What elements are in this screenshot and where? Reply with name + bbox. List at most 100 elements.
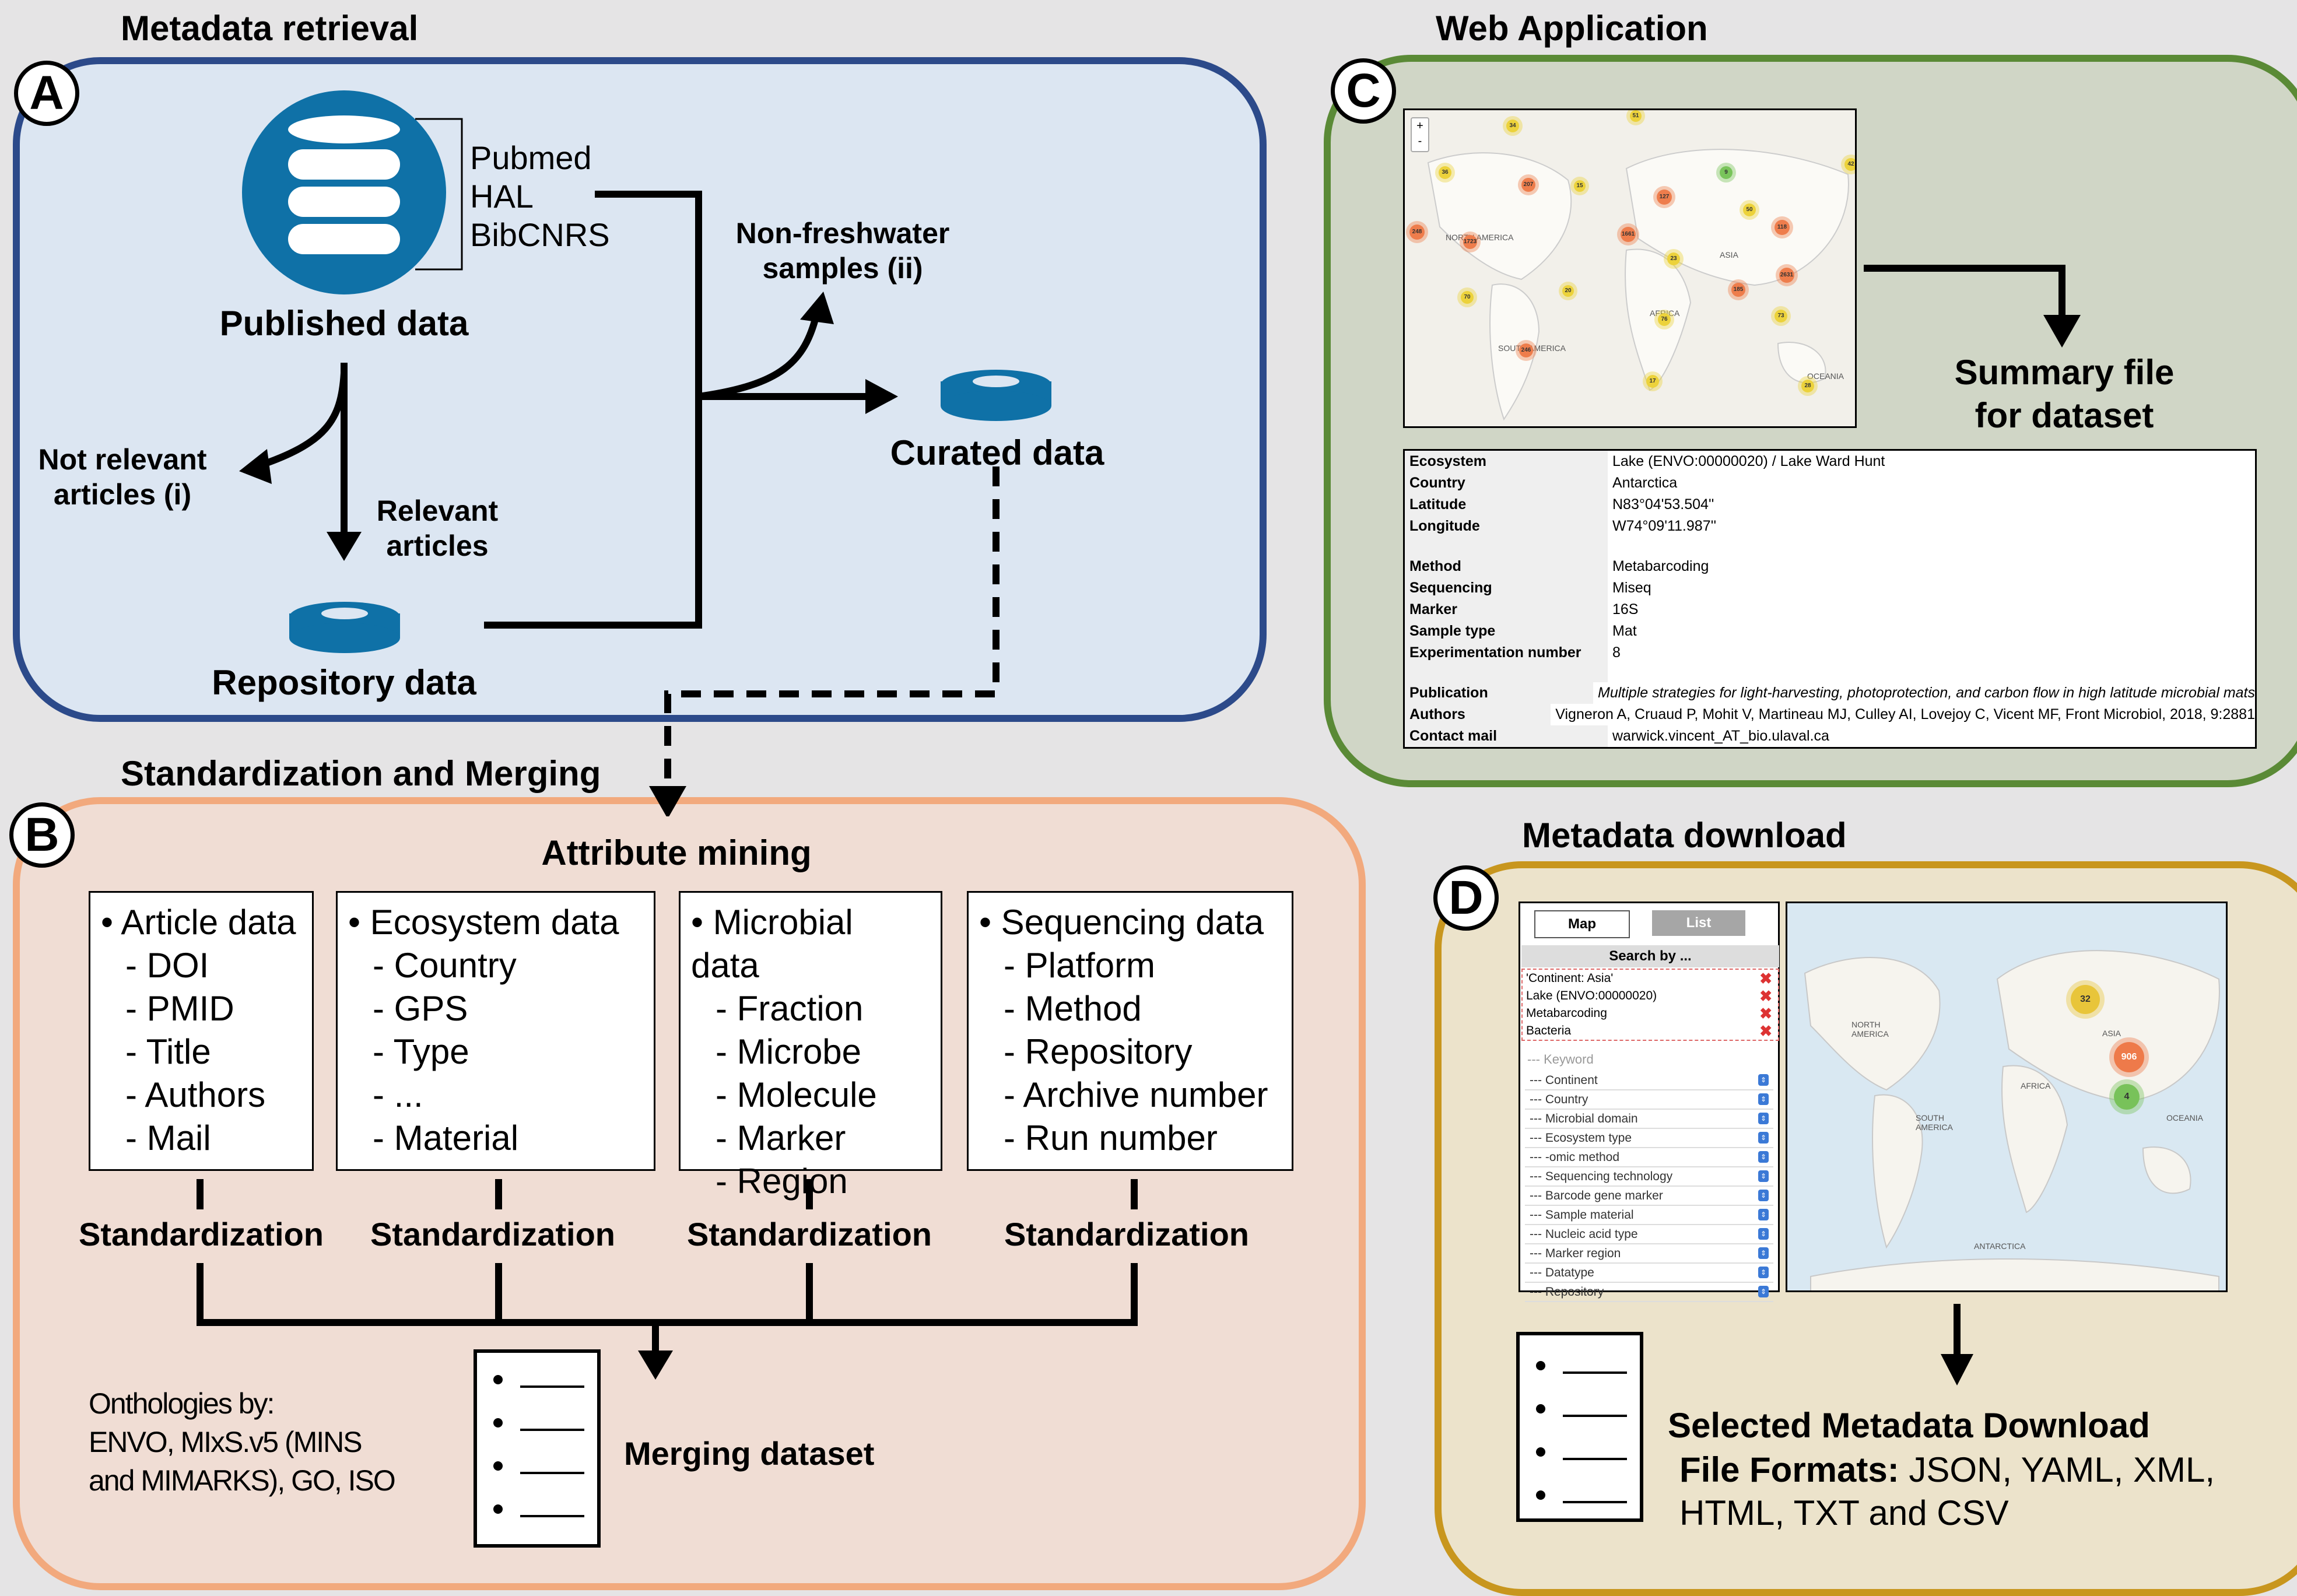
map-cluster[interactable]: 4 (2114, 1084, 2140, 1110)
dropdown-arrow-icon[interactable]: ⇕ (1758, 1113, 1769, 1124)
filter-dropdown-label: --- Nucleic acid type (1530, 1227, 1638, 1241)
map-cluster[interactable]: 36 (1439, 166, 1451, 179)
section-title-standardization: Standardization and Merging (121, 754, 601, 793)
zoom-control[interactable]: + - (1411, 117, 1429, 152)
filter-dropdown[interactable]: --- Barcode gene marker ⇕ (1525, 1187, 1773, 1206)
map-cluster[interactable]: 17 (1646, 375, 1659, 388)
filter-dropdown[interactable]: --- Sequencing technology ⇕ (1525, 1167, 1773, 1187)
table-key: Latitude (1405, 494, 1608, 515)
remove-filter-icon[interactable]: ✖ (1759, 1022, 1772, 1040)
filter-dropdown[interactable]: --- Country⇕ (1525, 1090, 1773, 1110)
remove-filter-icon[interactable]: ✖ (1759, 1004, 1772, 1022)
merging-document-icon (474, 1349, 601, 1548)
ecosystem-data-title: • Ecosystem data (348, 903, 619, 942)
map-cluster[interactable]: 2631 (1779, 268, 1794, 283)
map-cluster[interactable]: 207 (1521, 178, 1535, 192)
keyword-input[interactable]: --- Keyword (1527, 1052, 1594, 1067)
source-pubmed: Pubmed (470, 139, 592, 176)
map-cluster[interactable]: 118 (1775, 220, 1790, 235)
standardization-label-1: Standardization (78, 1216, 324, 1253)
map-cluster[interactable]: 20 (1562, 285, 1574, 297)
map-cluster[interactable]: 1661 (1621, 227, 1636, 242)
dropdown-arrow-icon[interactable]: ⇕ (1758, 1093, 1769, 1105)
table-value: warwick.vincent_AT_bio.ulaval.ca (1612, 728, 1829, 744)
table-key (1405, 664, 1608, 682)
filter-dropdown[interactable]: --- Continent ⇕ (1525, 1071, 1773, 1090)
filter-dropdown-label: --- Continent (1530, 1073, 1598, 1087)
map-cluster[interactable]: 23 (1667, 252, 1680, 265)
map-cluster[interactable]: 32 (2071, 985, 2100, 1014)
map-cluster[interactable]: 70 (1461, 291, 1474, 304)
dropdown-arrow-icon[interactable]: ⇕ (1758, 1247, 1769, 1259)
map-cluster[interactable]: 906 (2114, 1042, 2144, 1072)
map-cluster[interactable]: 28 (1801, 380, 1814, 392)
filter-dropdown[interactable]: --- Marker region⇕ (1525, 1244, 1773, 1264)
map-cluster[interactable]: 246 (1519, 343, 1533, 357)
summary-arrow (1864, 265, 2081, 348)
remove-filter-icon[interactable]: ✖ (1759, 969, 1772, 987)
curated-data-label: Curated data (890, 433, 1104, 472)
map-cluster[interactable]: 15 (1574, 180, 1586, 192)
map-cluster[interactable]: 9 (1720, 166, 1733, 179)
map-cluster[interactable]: 1723 (1463, 235, 1477, 249)
map-cluster[interactable]: 248 (1409, 225, 1425, 240)
filter-dropdown[interactable]: --- Nucleic acid type ⇕ (1525, 1225, 1773, 1244)
dropdown-arrow-icon[interactable]: ⇕ (1758, 1132, 1769, 1143)
filter-dropdown-label: --- Barcode gene marker (1530, 1188, 1663, 1202)
map-cluster[interactable]: 127 (1657, 190, 1672, 205)
map-label-asia: ASIA (2102, 1029, 2121, 1038)
badge-a: A (14, 61, 79, 126)
map-label-north-america: NORTH AMERICA (1851, 1020, 1889, 1039)
map-cluster[interactable]: 42 (1844, 158, 1855, 171)
download-world-map[interactable]: NORTH AMERICA SOUTH AMERICA AFRICA ASIA … (1786, 902, 2228, 1292)
dropdown-arrow-icon[interactable]: ⇕ (1758, 1170, 1769, 1182)
dropdown-arrow-icon[interactable]: ⇕ (1758, 1286, 1769, 1297)
filter-item: 'Continent: Asia'✖ (1526, 969, 1772, 987)
standardization-connectors (197, 1179, 1138, 1380)
zoom-out-button[interactable]: - (1418, 135, 1422, 148)
dropdown-arrow-icon[interactable]: ⇕ (1758, 1074, 1769, 1086)
dropdown-arrow-icon[interactable]: ⇕ (1758, 1267, 1769, 1278)
filter-dropdown[interactable]: --- Microbial domain⇕ (1525, 1110, 1773, 1129)
filter-dropdown-label: --- Datatype (1530, 1265, 1594, 1279)
filter-dropdown[interactable]: --- Sample material⇕ (1525, 1206, 1773, 1225)
map-label-asia: ASIA (1720, 250, 1738, 259)
map-cluster[interactable]: 185 (1731, 283, 1745, 297)
filter-dropdown[interactable]: --- Ecosystem type⇕ (1525, 1129, 1773, 1148)
table-value (1608, 537, 2255, 556)
published-data-label: Published data (219, 304, 469, 343)
table-value: Metabarcoding (1612, 558, 1709, 574)
table-key: Ecosystem (1405, 451, 1608, 472)
remove-filter-icon[interactable]: ✖ (1759, 987, 1772, 1005)
dropdown-arrow-icon[interactable]: ⇕ (1758, 1209, 1769, 1220)
filter-dropdown[interactable]: --- Repository⇕ (1525, 1283, 1773, 1302)
table-key: Sample type (1405, 620, 1608, 642)
filter-dropdown[interactable]: --- -omic method⇕ (1525, 1148, 1773, 1167)
tab-map[interactable]: Map (1534, 910, 1630, 938)
filter-dropdown-label: --- Sequencing technology (1530, 1169, 1673, 1183)
download-document-icon (1516, 1332, 1643, 1522)
map-cluster[interactable]: 34 (1506, 120, 1519, 132)
map-cluster[interactable]: 76 (1658, 313, 1671, 326)
dropdown-arrow-icon[interactable]: ⇕ (1758, 1228, 1769, 1240)
zoom-in-button[interactable]: + (1416, 120, 1423, 132)
world-map[interactable]: + - NORTH AMERICA AFRICA ASIA SOUTH AMER… (1403, 108, 1857, 428)
dropdown-arrow-icon[interactable]: ⇕ (1758, 1151, 1769, 1163)
dropdown-arrow-icon[interactable]: ⇕ (1758, 1190, 1769, 1201)
filter-dropdown[interactable]: --- Datatype ⇕ (1525, 1264, 1773, 1283)
source-list: Pubmed HAL BibCNRS (470, 139, 610, 254)
download-map-land (1804, 950, 2220, 1290)
map-cluster[interactable]: 73 (1775, 310, 1787, 322)
panel-a-graphics (239, 90, 1051, 816)
tab-list[interactable]: List (1652, 910, 1745, 936)
map-cluster[interactable]: 51 (1630, 110, 1642, 122)
badge-d: D (1433, 865, 1499, 931)
table-key: Publication (1405, 682, 1594, 704)
map-cluster[interactable]: 50 (1743, 204, 1756, 216)
microbial-data-box: • Microbial data - Fraction - Microbe - … (679, 891, 942, 1201)
